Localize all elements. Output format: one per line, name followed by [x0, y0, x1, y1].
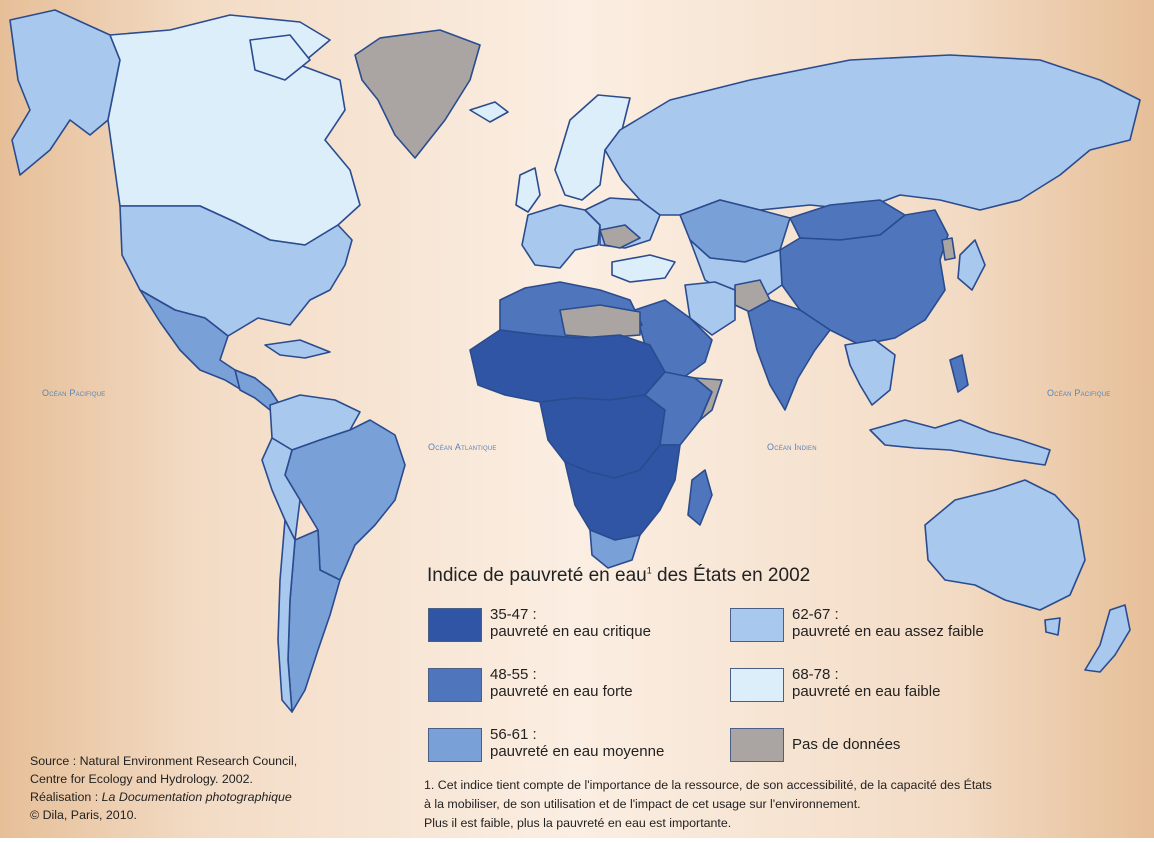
- legend-swatch: [730, 608, 784, 642]
- region-russia: [604, 54, 1141, 216]
- source-realisation-title: La Documentation photographique: [101, 790, 292, 804]
- legend-title: Indice de pauvreté en eau1 des États en …: [427, 565, 810, 587]
- legend-swatch: [428, 728, 482, 762]
- region-libya-egypt: [559, 304, 641, 339]
- region-europe-west: [521, 204, 601, 269]
- legend-swatch: [428, 668, 482, 702]
- region-japan: [957, 239, 986, 291]
- region-indonesia: [869, 419, 1051, 466]
- legend-title-note-marker: 1: [646, 565, 652, 576]
- region-greenland: [354, 29, 481, 159]
- footnote-line: à la mobiliser, de son utilisation et de…: [424, 797, 861, 811]
- region-horn-of-africa: [694, 377, 723, 421]
- ocean-label-indian: Océan Indien: [767, 442, 817, 452]
- legend-range: 56-61 :: [490, 726, 537, 743]
- source-credits: Source : Natural Environment Research Co…: [30, 752, 297, 824]
- source-line: © Dila, Paris, 2010.: [30, 808, 137, 822]
- region-philippines: [949, 354, 969, 393]
- region-iceland: [469, 101, 509, 123]
- legend-label: pauvreté en eau faible: [792, 683, 941, 700]
- region-madagascar: [687, 469, 713, 526]
- region-southeast-asia: [844, 339, 896, 406]
- legend-range: 62-67 :: [792, 606, 839, 623]
- legend-title-text: Indice de pauvreté en eau: [427, 565, 647, 586]
- source-line: Réalisation : La Documentation photograp…: [30, 788, 297, 806]
- region-uk: [515, 167, 541, 213]
- ocean-label-atlantic: Océan Atlantique: [428, 442, 497, 452]
- ocean-label-pacific-east: Océan Pacifique: [1047, 388, 1111, 398]
- legend-title-suffix: des États en 2002: [651, 565, 811, 586]
- legend-swatch: [730, 668, 784, 702]
- legend-label: pauvreté en eau moyenne: [490, 743, 665, 760]
- source-line: Centre for Ecology and Hydrology. 2002.: [30, 772, 253, 786]
- region-south-africa: [589, 529, 641, 569]
- legend-range: 35-47 :: [490, 606, 537, 623]
- region-turkey: [611, 254, 676, 283]
- region-sahel: [469, 329, 666, 403]
- region-alaska: [9, 9, 121, 176]
- legend-range: 68-78 :: [792, 666, 839, 683]
- legend-label: pauvreté en eau critique: [490, 623, 651, 640]
- region-australia: [924, 479, 1086, 611]
- legend-label: pauvreté en eau forte: [490, 683, 633, 700]
- region-brazil: [284, 419, 406, 581]
- legend-label: pauvreté en eau assez faible: [792, 623, 984, 640]
- source-realisation-prefix: Réalisation :: [30, 790, 102, 804]
- footnote: 1. Cet indice tient compte de l'importan…: [424, 776, 992, 833]
- region-chile: [277, 519, 296, 713]
- region-canada-islands: [249, 34, 311, 81]
- source-line: Source : Natural Environment Research Co…: [30, 754, 298, 768]
- region-new-zealand: [1084, 604, 1131, 673]
- region-korea: [941, 237, 956, 261]
- region-india: [747, 299, 831, 411]
- footnote-line: Plus il est faible, plus la pauvreté en …: [424, 816, 732, 830]
- legend-label: Pas de données: [792, 736, 901, 753]
- region-caribbean: [264, 339, 331, 359]
- footnote-line: 1. Cet indice tient compte de l'importan…: [424, 778, 992, 792]
- region-europe-gray: [599, 224, 641, 249]
- legend-swatch: [428, 608, 482, 642]
- legend-range: 48-55 :: [490, 666, 537, 683]
- region-tasmania: [1044, 617, 1061, 636]
- legend-swatch: [730, 728, 784, 762]
- ocean-label-pacific-west: Océan Pacifique: [42, 388, 106, 398]
